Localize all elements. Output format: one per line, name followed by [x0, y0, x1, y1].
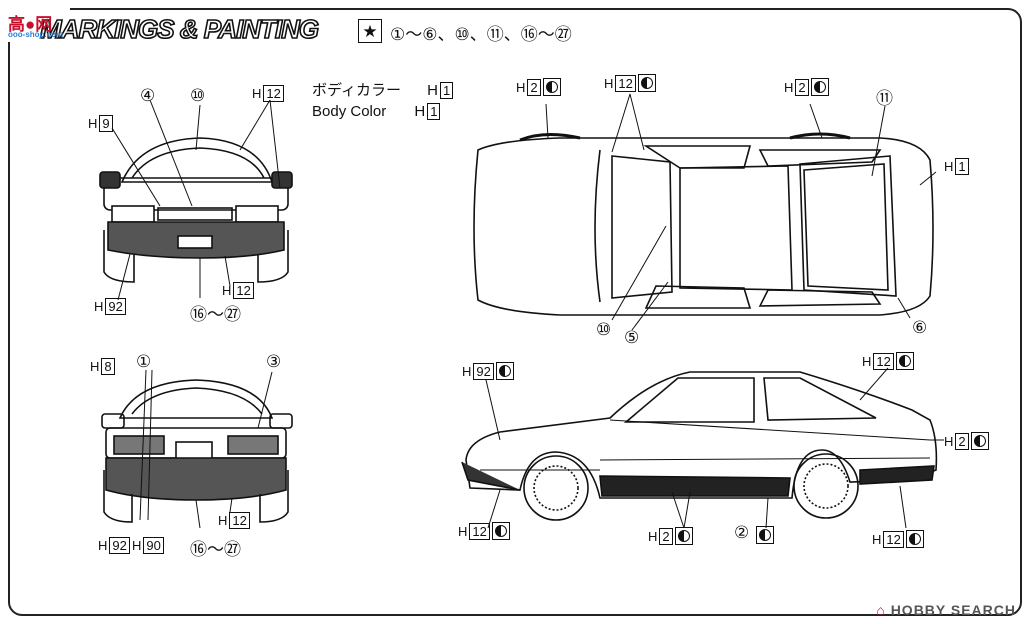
- sheet-border: [8, 8, 1022, 616]
- top-num-6: ⑥: [912, 318, 928, 337]
- body-color-jp: ボディカラー: [312, 82, 401, 99]
- rear-num-range: ⑯〜㉗: [190, 540, 241, 559]
- top-num-11: ⑪: [876, 89, 893, 108]
- top-num-10: ⑩: [596, 320, 612, 339]
- paint-swatch-icon: [970, 432, 989, 450]
- side-num-2: ②: [734, 523, 750, 542]
- paint-swatch-icon: [491, 522, 510, 540]
- paint-swatch-icon: [895, 352, 914, 370]
- paint-swatch-icon: [754, 526, 774, 544]
- parts-range: ①〜⑥、⑩、⑪、⑯〜㉗: [390, 25, 572, 44]
- section-title: MARKINGS & PAINTING: [39, 13, 320, 45]
- paint-swatch-icon: [637, 74, 656, 92]
- rear-num-1: ①: [136, 352, 152, 371]
- paint-swatch-icon: [542, 78, 561, 96]
- front-view: [99, 99, 293, 301]
- front-num-4: ④: [140, 86, 156, 105]
- paint-swatch-icon: [905, 530, 924, 548]
- watermark-url: ooo-shop.com: [8, 30, 64, 39]
- body-color-en: Body Color: [312, 103, 387, 120]
- top-view: [473, 93, 937, 331]
- hobby-search-logo: ⌂ HOBBY SEARCH: [876, 602, 1016, 618]
- side-view: [461, 367, 944, 529]
- paint-swatch-icon: [495, 362, 514, 380]
- rear-num-3: ③: [266, 352, 282, 371]
- site-watermark: 高●网: [8, 15, 53, 34]
- rear-view: [101, 369, 293, 529]
- front-num-range: ⑯〜㉗: [190, 305, 241, 324]
- front-num-10: ⑩: [190, 86, 206, 105]
- title-mask: [8, 8, 70, 42]
- top-num-5: ⑤: [624, 328, 640, 347]
- star-icon: ★: [358, 19, 382, 43]
- paint-swatch-icon: [810, 78, 829, 96]
- paint-swatch-icon: [674, 527, 693, 545]
